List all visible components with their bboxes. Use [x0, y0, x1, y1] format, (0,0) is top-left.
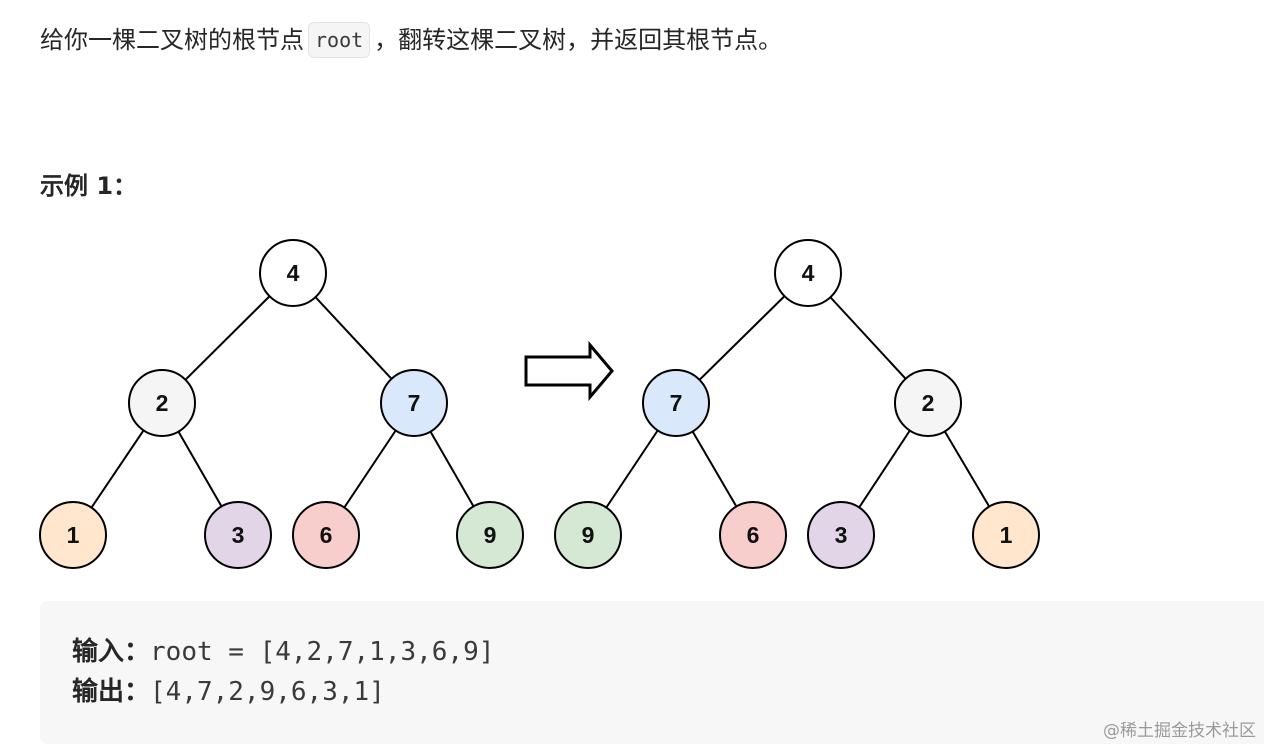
svg-text:1: 1	[67, 522, 80, 548]
svg-text:9: 9	[582, 522, 595, 548]
svg-text:6: 6	[747, 522, 760, 548]
output-value: [4,7,2,9,6,3,1]	[150, 677, 385, 707]
problem-text-before: 给你一棵二叉树的根节点	[40, 26, 304, 54]
node-before-right: 7	[380, 369, 448, 437]
right-arrow-icon	[524, 340, 614, 402]
tree-after-nodes: 4 7 2 9 6 3 1	[554, 239, 1040, 569]
example-io-block: 输入：root = [4,2,7,1,3,6,9] 输出：[4,7,2,9,6,…	[40, 601, 1264, 744]
svg-text:2: 2	[156, 390, 169, 416]
svg-text:2: 2	[922, 390, 935, 416]
svg-text:6: 6	[320, 522, 333, 548]
node-after-ll: 9	[554, 501, 622, 569]
inline-code-root: root	[308, 22, 371, 58]
tree-before-nodes: 4 2 7 1 3 6 9	[39, 239, 524, 569]
input-label: 输入：	[72, 637, 151, 667]
node-after-rr: 1	[972, 501, 1040, 569]
svg-text:3: 3	[835, 522, 848, 548]
output-line: 输出：[4,7,2,9,6,3,1]	[72, 674, 385, 710]
svg-text:9: 9	[484, 522, 497, 548]
svg-text:3: 3	[232, 522, 245, 548]
node-before-ll: 1	[39, 501, 107, 569]
input-line: 输入：root = [4,2,7,1,3,6,9]	[72, 634, 494, 670]
node-after-lr: 6	[719, 501, 787, 569]
tree-inversion-diagram: 4 2 7 1 3 6 9 4	[39, 239, 1040, 569]
input-value: root = [4,2,7,1,3,6,9]	[150, 637, 495, 667]
example-title: 示例 1：	[40, 172, 138, 200]
svg-text:1: 1	[1000, 522, 1013, 548]
node-before-root: 4	[259, 239, 327, 307]
node-before-rr: 9	[456, 501, 524, 569]
node-before-left: 2	[128, 369, 196, 437]
svg-text:4: 4	[287, 260, 300, 286]
watermark: @稀土掘金技术社区	[1103, 721, 1256, 741]
node-before-lr: 3	[204, 501, 272, 569]
node-after-rl: 3	[807, 501, 875, 569]
node-after-root: 4	[774, 239, 842, 307]
problem-text-after: ，翻转这棵二叉树，并返回其根节点。	[374, 26, 783, 54]
svg-text:7: 7	[670, 390, 683, 416]
node-after-right: 2	[894, 369, 962, 437]
node-before-rl: 6	[292, 501, 360, 569]
node-after-left: 7	[642, 369, 710, 437]
svg-text:7: 7	[408, 390, 421, 416]
output-label: 输出：	[72, 677, 151, 707]
svg-text:4: 4	[802, 260, 815, 286]
